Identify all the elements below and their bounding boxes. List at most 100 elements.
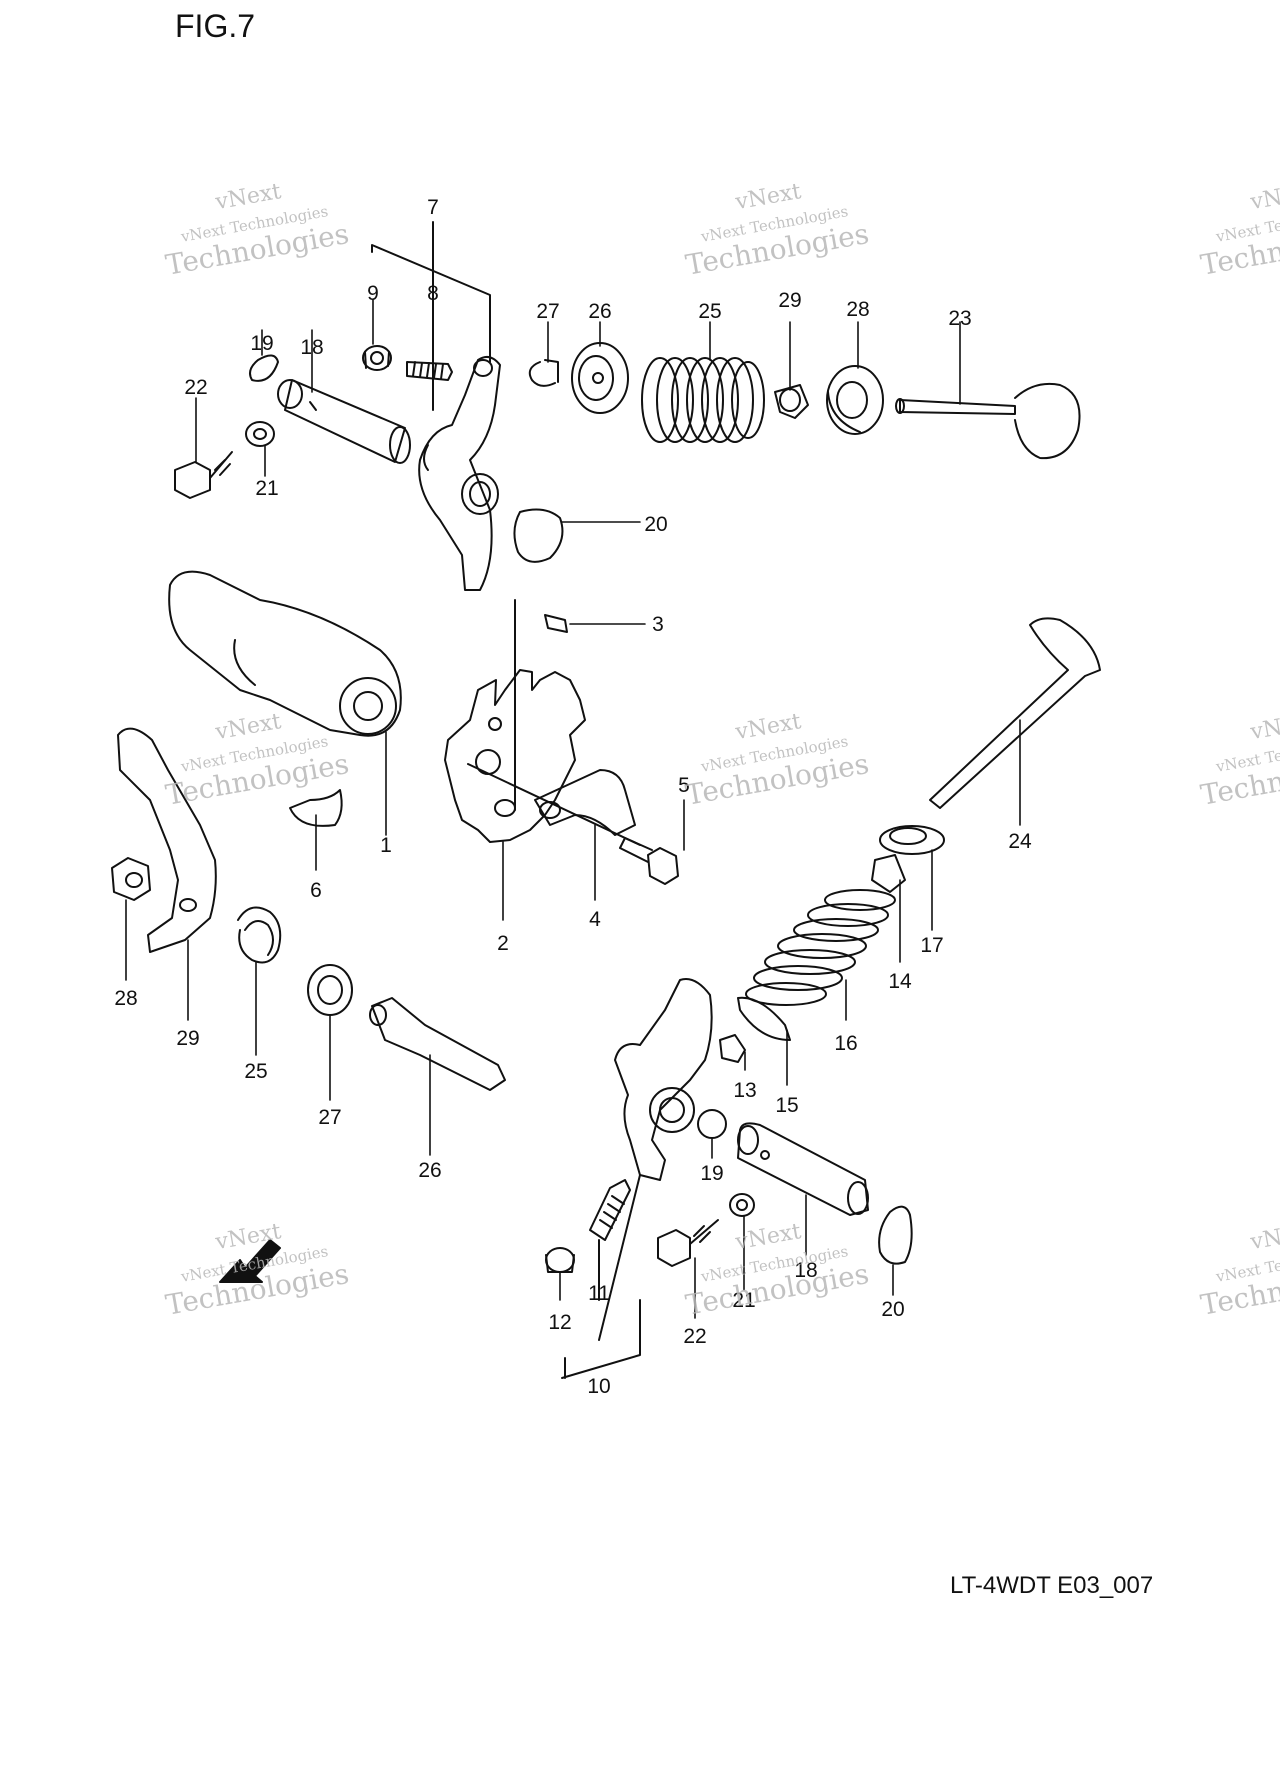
callout-9: 9 <box>367 282 379 305</box>
watermark-text: vNext <box>213 709 283 745</box>
callout-8: 8 <box>427 282 439 305</box>
callout-12: 12 <box>548 1311 571 1334</box>
callout-18: 18 <box>794 1259 817 1282</box>
watermark-text: vNext <box>1248 1219 1280 1255</box>
watermark-text: vNext <box>213 179 283 215</box>
callout-29: 29 <box>176 1027 199 1050</box>
callout-25: 25 <box>244 1060 267 1083</box>
callout-11: 11 <box>588 1282 610 1305</box>
leader-10 <box>598 1174 641 1341</box>
callout-22: 22 <box>184 376 207 399</box>
callout-2: 2 <box>497 932 509 955</box>
callout-6: 6 <box>310 879 322 902</box>
part-7-rocker-arm <box>418 355 501 591</box>
part-28-seat <box>826 365 884 435</box>
part-27-cotter <box>528 359 559 387</box>
part-17-nut <box>111 857 151 901</box>
part-27-cotter-lower <box>719 1034 746 1063</box>
callout-28: 28 <box>846 298 869 321</box>
part-12-nut <box>545 1247 575 1273</box>
callout-15: 15 <box>775 1094 798 1117</box>
part-25-spring <box>641 357 765 443</box>
callout-3: 3 <box>652 613 664 636</box>
callout-20: 20 <box>644 513 667 536</box>
part-20-gasket-lower <box>878 1205 913 1265</box>
part-21-washer-lower <box>729 1193 755 1217</box>
part-1-camshaft <box>168 570 402 737</box>
part-25-spring-lower <box>745 889 896 1006</box>
callout-17: 17 <box>920 934 943 957</box>
callout-19: 19 <box>700 1162 723 1185</box>
watermark-text: vNext <box>733 179 803 215</box>
part-6-clip <box>289 789 343 827</box>
part-29-seal-lower <box>871 854 906 893</box>
callout-7: 7 <box>427 196 439 219</box>
part-11-screw <box>589 1179 631 1241</box>
part-26-retainer-lower <box>737 996 791 1041</box>
part-28-seat-lower <box>879 825 945 855</box>
callout-13: 13 <box>733 1079 756 1102</box>
part-26-retainer <box>571 342 629 414</box>
callout-29: 29 <box>778 289 801 312</box>
part-5-bolt <box>619 837 679 885</box>
callout-20: 20 <box>881 1298 904 1321</box>
watermark-text: vNext <box>1248 179 1280 215</box>
fwd-arrow-icon <box>219 1239 281 1283</box>
part-19-ring <box>249 354 279 382</box>
callout-14: 14 <box>888 970 912 993</box>
part-29-seal <box>774 384 809 419</box>
part-16-spring <box>237 906 282 964</box>
part-23-valve <box>895 382 1081 460</box>
part-20-gasket <box>513 508 564 563</box>
callout-19: 19 <box>250 332 273 355</box>
bracket-line-10 <box>561 1299 641 1379</box>
watermark-text: vNext <box>733 709 803 745</box>
callout-21: 21 <box>255 477 278 500</box>
part-2-sprocket <box>444 669 586 843</box>
callout-10: 10 <box>587 1375 610 1398</box>
callout-24: 24 <box>1008 830 1032 853</box>
callout-28: 28 <box>114 987 137 1010</box>
part-21-washer <box>245 421 275 447</box>
figure-title: FIG.7 <box>175 8 256 44</box>
figure-code: LT-4WDT E03_007 <box>950 1572 1154 1599</box>
part-9-nut <box>362 345 392 371</box>
callout-23: 23 <box>948 307 971 330</box>
callout-25: 25 <box>698 300 721 323</box>
callout-26: 26 <box>588 300 611 323</box>
part-22-bolt-lower <box>657 1219 719 1267</box>
bracket-line-7 <box>371 244 491 363</box>
part-18-shaft <box>277 379 411 464</box>
watermark-text: vNext <box>1248 709 1280 745</box>
callout-27: 27 <box>318 1106 341 1129</box>
callout-26: 26 <box>418 1159 441 1182</box>
callout-16: 16 <box>834 1032 857 1055</box>
callout-18: 18 <box>300 336 323 359</box>
part-8-screw <box>406 361 453 381</box>
part-22-bolt <box>174 451 233 499</box>
part-4-plate <box>534 769 636 836</box>
part-13-shaft <box>369 997 506 1091</box>
part-19-ring-lower <box>697 1109 727 1139</box>
callout-4: 4 <box>589 908 601 931</box>
part-3-pin <box>544 614 568 633</box>
leader-lines <box>125 299 1021 1319</box>
callout-21: 21 <box>732 1289 755 1312</box>
part-15-bearing <box>307 964 353 1016</box>
part-14-arm <box>117 727 217 953</box>
callout-5: 5 <box>678 774 690 797</box>
part-24-valve <box>929 617 1101 809</box>
callout-27: 27 <box>536 300 559 323</box>
callout-22: 22 <box>683 1325 706 1348</box>
